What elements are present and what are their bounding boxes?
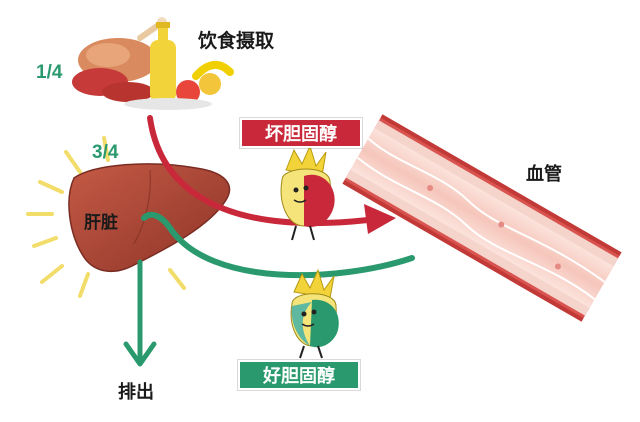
excretion-label: 排出	[118, 382, 154, 403]
excretion-arrow	[123, 259, 157, 367]
blood-vessel-icon	[342, 114, 622, 322]
hdl-badge: 好胆固醇	[237, 359, 361, 391]
hdl-flow-arrow	[141, 211, 415, 279]
fraction-liver-label: 3/4	[92, 142, 119, 163]
food-pile-icon	[72, 17, 234, 110]
liver-label: 肝脏	[84, 213, 118, 233]
diet-intake-label: 饮食摄取	[198, 30, 275, 52]
ldl-cholesterol-mascot-icon	[280, 144, 335, 241]
blood-vessel-label: 血管	[526, 164, 562, 185]
hdl-cholesterol-mascot-icon	[290, 268, 339, 359]
liver-rays	[26, 136, 186, 298]
ldl-badge: 坏胆固醇	[239, 117, 363, 149]
fraction-diet-label: 1/4	[36, 62, 63, 83]
